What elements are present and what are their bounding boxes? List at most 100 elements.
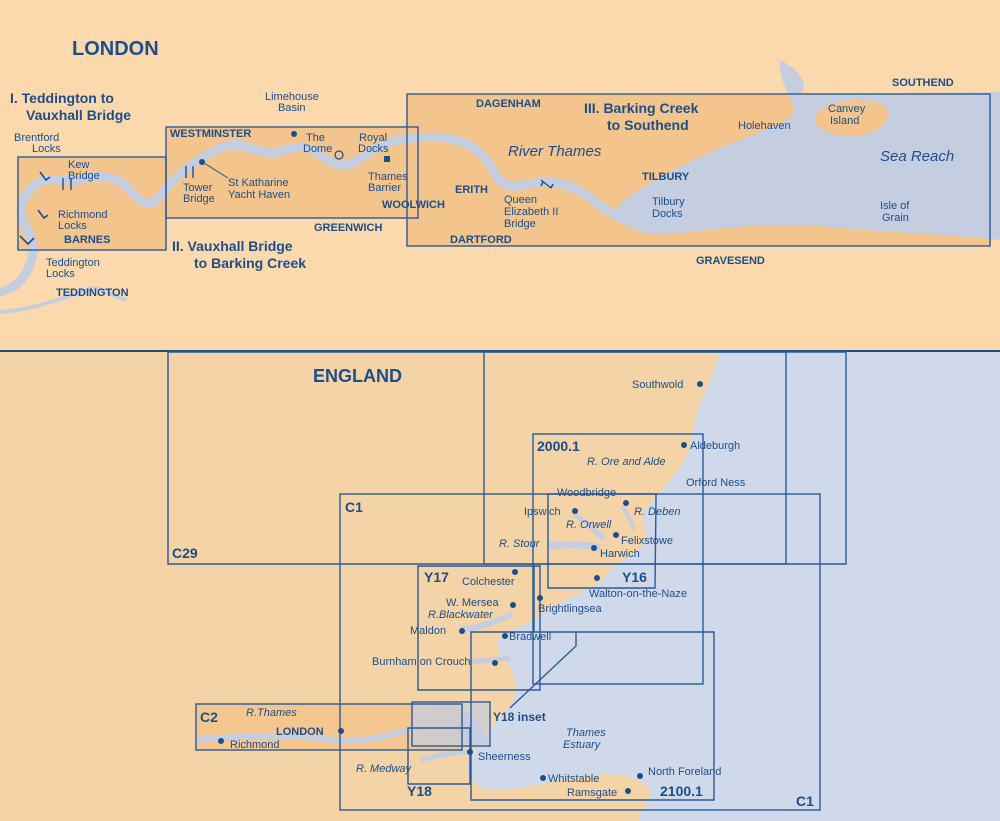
canvey-island (814, 99, 889, 137)
r-deben-label: R. Deben (634, 506, 680, 518)
crouch-channel (469, 655, 511, 665)
qe-bridge-label-3: Bridge (504, 218, 536, 230)
bradwell-label: Bradwell (509, 631, 551, 643)
dartford-label: DARTFORD (450, 234, 512, 246)
section-3-title-line1: III. Barking Creek (584, 100, 699, 116)
tower-bridge-marker (185, 166, 194, 178)
whitstable-label: Whitstable (548, 773, 599, 785)
north-foreland-dot (637, 773, 643, 779)
y16-label: Y16 (622, 569, 647, 585)
north-foreland-label: North Foreland (648, 766, 721, 778)
y16-chart-box[interactable] (483, 351, 787, 565)
thames-barrier-label-2: Barrier (368, 182, 401, 194)
teddington-locks-marker (19, 235, 35, 246)
harwich-label: Harwich (600, 548, 640, 560)
river-tributary (0, 286, 127, 314)
y18-inset-box[interactable] (411, 701, 491, 747)
tilbury-docks-label-2: Docks (652, 208, 683, 220)
ipswich-label: Ipswich (524, 506, 561, 518)
london-label: LONDON (276, 726, 324, 738)
y17-label: Y17 (424, 569, 449, 585)
y17-chart-box[interactable] (417, 565, 541, 691)
thames-barrier-label-1: Thames (368, 171, 408, 183)
ramsgate-label: Ramsgate (567, 787, 617, 799)
bradwell-dot (502, 633, 508, 639)
c2000-label: 2000.1 (537, 438, 580, 454)
royal-docks-label-2: Docks (358, 143, 389, 155)
grain-label-1: Isle of (880, 200, 910, 212)
teddington-label: TEDDINGTON (56, 287, 129, 299)
thames-estuary-water (614, 60, 1000, 240)
brightlingsea-dot (537, 595, 543, 601)
kew-label-1: Kew (68, 159, 89, 171)
ramsgate-dot (625, 788, 631, 794)
st-katharine-label-1: St Katharine (228, 177, 289, 189)
tilbury-label: TILBURY (642, 171, 690, 183)
r-stour-label: R. Stour (499, 538, 541, 550)
greenwich-label: GREENWICH (314, 222, 383, 234)
r-orwell-label: R. Orwell (566, 519, 612, 531)
walton-label: Walton-on-the-Naze (589, 588, 687, 600)
limehouse-label-2: Basin (278, 102, 306, 114)
section-2-box[interactable] (165, 126, 419, 219)
r-blackwater-label: R.Blackwater (428, 609, 494, 621)
gravesend-label: GRAVESEND (696, 255, 765, 267)
tower-bridge-label-1: Tower (183, 182, 213, 194)
thames-estuary-label-2: Estuary (563, 739, 602, 751)
medway-channel (419, 749, 471, 763)
st-katharine-leader (203, 162, 229, 179)
y18-chart-box[interactable] (407, 727, 471, 785)
felixstowe-label: Felixstowe (621, 535, 673, 547)
aldeburgh-label: Aldeburgh (690, 440, 740, 452)
brightlingsea-label: Brightlingsea (538, 603, 602, 615)
c2100-chart-box[interactable] (470, 631, 715, 801)
c2100-label: 2100.1 (660, 783, 703, 799)
thames-barrier-marker (384, 156, 390, 162)
richmond-label: Richmond (230, 739, 280, 751)
section-3-box[interactable] (406, 93, 991, 247)
barnes-label: BARNES (64, 234, 110, 246)
qe-bridge-label-2: Elizabeth II (504, 206, 558, 218)
sheerness-label: Sheerness (478, 751, 531, 763)
thames-estuary-label-1: Thames (566, 727, 606, 739)
dagenham-label: DAGENHAM (476, 98, 541, 110)
whitstable-dot (540, 775, 546, 781)
royal-docks-label-1: Royal (359, 132, 387, 144)
c1-top-label: C1 (345, 499, 363, 515)
teddington-locks-label-2: Locks (46, 268, 75, 280)
ipswich-dot (572, 508, 578, 514)
r-medway-label: R. Medway (356, 763, 413, 775)
richmond-label-1: Richmond (58, 209, 108, 221)
tower-bridge-label-2: Bridge (183, 193, 215, 205)
maldon-label: Maldon (410, 625, 446, 637)
qe-bridge-label-1: Queen (504, 194, 537, 206)
c2-chart-box[interactable] (195, 703, 463, 751)
limehouse-label-1: Limehouse (265, 91, 319, 103)
canvey-label-1: Canvey (828, 103, 866, 115)
aldeburgh-dot (681, 442, 687, 448)
c2000-chart-box[interactable] (532, 433, 704, 685)
woolwich-label: WOOLWICH (382, 199, 445, 211)
kew-bridge-marker (62, 178, 72, 190)
erith-label: ERITH (455, 184, 488, 196)
harwich-dot (591, 545, 597, 551)
orwell-channel (572, 511, 606, 542)
sea-reach-label: Sea Reach (880, 148, 954, 165)
richmond-locks-marker (37, 209, 49, 220)
st-katharine-dot (199, 159, 205, 165)
richmond-dot (218, 738, 224, 744)
section-2-title-line2: to Barking Creek (194, 255, 306, 271)
y18-label: Y18 (407, 783, 432, 799)
dome-label-2: Dome (303, 143, 332, 155)
y16-inner-box[interactable] (547, 493, 657, 589)
london-dot (338, 728, 344, 734)
orford-label: Orford Ness (686, 477, 746, 489)
colchester-label: Colchester (462, 576, 515, 588)
y18-inset-fill (412, 702, 490, 746)
woodbridge-dot (623, 500, 629, 506)
limehouse-dot (291, 131, 297, 137)
brentford-label-1: Brentford (14, 132, 59, 144)
burnham-dot (492, 660, 498, 666)
dome-marker (334, 150, 344, 160)
section-1-title-line2: Vauxhall Bridge (26, 107, 131, 123)
